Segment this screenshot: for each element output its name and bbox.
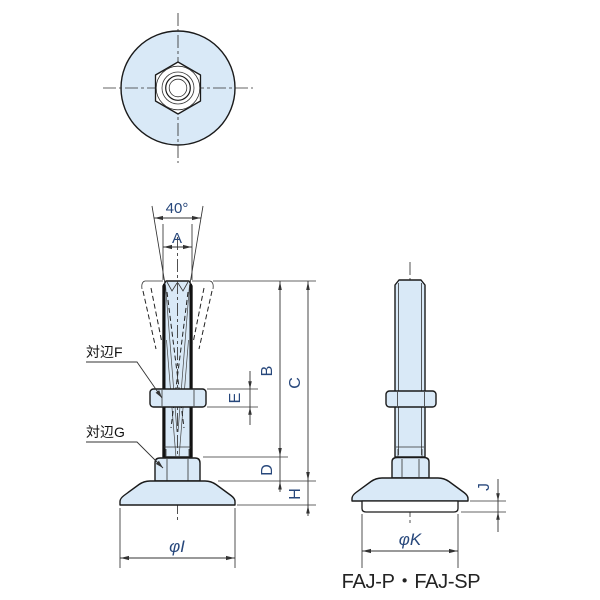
- stud-side: [394, 279, 426, 458]
- arrowhead: [449, 548, 458, 554]
- base-front: [119, 480, 236, 506]
- e-label: E: [227, 393, 244, 404]
- b-label: B: [259, 366, 276, 377]
- arrowhead: [155, 460, 163, 468]
- flats-f-leader: [86, 361, 163, 399]
- dim-A: A: [162, 224, 193, 280]
- arrowhead: [183, 244, 192, 250]
- arrowhead: [226, 555, 235, 561]
- arrowhead: [278, 281, 282, 290]
- dim-B: B: [259, 281, 282, 457]
- arrowhead: [306, 472, 310, 481]
- a-label: A: [172, 230, 182, 247]
- angle-label: 40°: [166, 200, 189, 217]
- ghost-top-left: [141, 280, 163, 290]
- stud-neck-side: [396, 446, 424, 457]
- arrowhead: [248, 407, 252, 415]
- thread-minor-circle: [168, 78, 188, 98]
- thread-major-circle: [165, 75, 191, 101]
- dim-E: E: [207, 371, 258, 425]
- nut-face-lines-side: [397, 392, 425, 406]
- arrowhead: [163, 244, 172, 250]
- ghost-top-right: [192, 280, 214, 290]
- d-label: D: [259, 464, 276, 476]
- dim-J: J: [461, 479, 506, 532]
- thread-start-notches: [166, 281, 189, 292]
- ball-hex-face-lines-side: [401, 459, 420, 477]
- dim-C: C: [287, 281, 310, 481]
- a-extension-lines: [162, 224, 193, 280]
- hex-top: [154, 61, 202, 115]
- arrowhead: [278, 448, 282, 457]
- arrowhead: [248, 381, 252, 389]
- arrowhead: [278, 481, 282, 490]
- phi-i-label: φI: [169, 537, 185, 556]
- phi-k-label: φK: [399, 530, 422, 549]
- thread-cone-lines: [165, 284, 190, 471]
- arrowhead: [306, 505, 310, 514]
- arrowhead: [496, 493, 500, 501]
- dim-H: H: [287, 481, 310, 516]
- chamfer-circle: [161, 71, 195, 105]
- dim-D: D: [259, 457, 282, 492]
- phi-k-extension-lines: [361, 514, 459, 568]
- model-caption: FAJ-P・FAJ-SP: [342, 571, 481, 593]
- flats-g-leader: [86, 441, 164, 469]
- ball-hex-face-lines: [166, 459, 189, 481]
- arrowhead: [154, 215, 163, 221]
- dim-phi-K: φK: [361, 514, 459, 568]
- ball-hex-side: [391, 456, 430, 479]
- arrowhead: [192, 215, 201, 221]
- adjust-nut-front: [149, 388, 207, 408]
- base-side: [351, 477, 469, 502]
- arrowhead: [155, 390, 162, 398]
- flats-f-text: 対辺F: [86, 344, 123, 360]
- arrowhead: [496, 512, 500, 520]
- front-view: 40° A 対辺F 対辺G: [86, 200, 316, 568]
- side-view: J φK FAJ-P・FAJ-SP: [342, 262, 506, 593]
- ball-hex-front: [154, 457, 201, 482]
- thread-bold-edges: [163, 284, 192, 457]
- h-label: H: [287, 488, 304, 500]
- label-across-flats-G: 対辺G: [86, 424, 164, 469]
- arrowhead: [120, 555, 129, 561]
- label-across-flats-F: 対辺F: [86, 344, 163, 399]
- j-extension-lines: [461, 500, 506, 513]
- j-label: J: [476, 483, 493, 491]
- ghost-line-right-outer: [198, 290, 213, 350]
- ghost-line-left-inner: [150, 287, 163, 344]
- hex-inscribed-circle: [155, 65, 201, 111]
- arrowhead: [306, 281, 310, 290]
- rubber-pad: [361, 500, 459, 513]
- arrowhead: [362, 548, 371, 554]
- adjust-nut-side: [385, 390, 437, 408]
- stud-edge-lines: [398, 283, 422, 455]
- flats-g-text: 対辺G: [86, 424, 125, 440]
- e-extension-lines: [207, 388, 258, 408]
- ghost-line-right-inner: [192, 287, 205, 344]
- top-view: [103, 13, 253, 163]
- ghost-line-left-outer: [142, 290, 157, 350]
- c-label: C: [287, 377, 304, 389]
- dim-phi-I: φI: [119, 508, 236, 568]
- stud-neck-front: [164, 446, 191, 457]
